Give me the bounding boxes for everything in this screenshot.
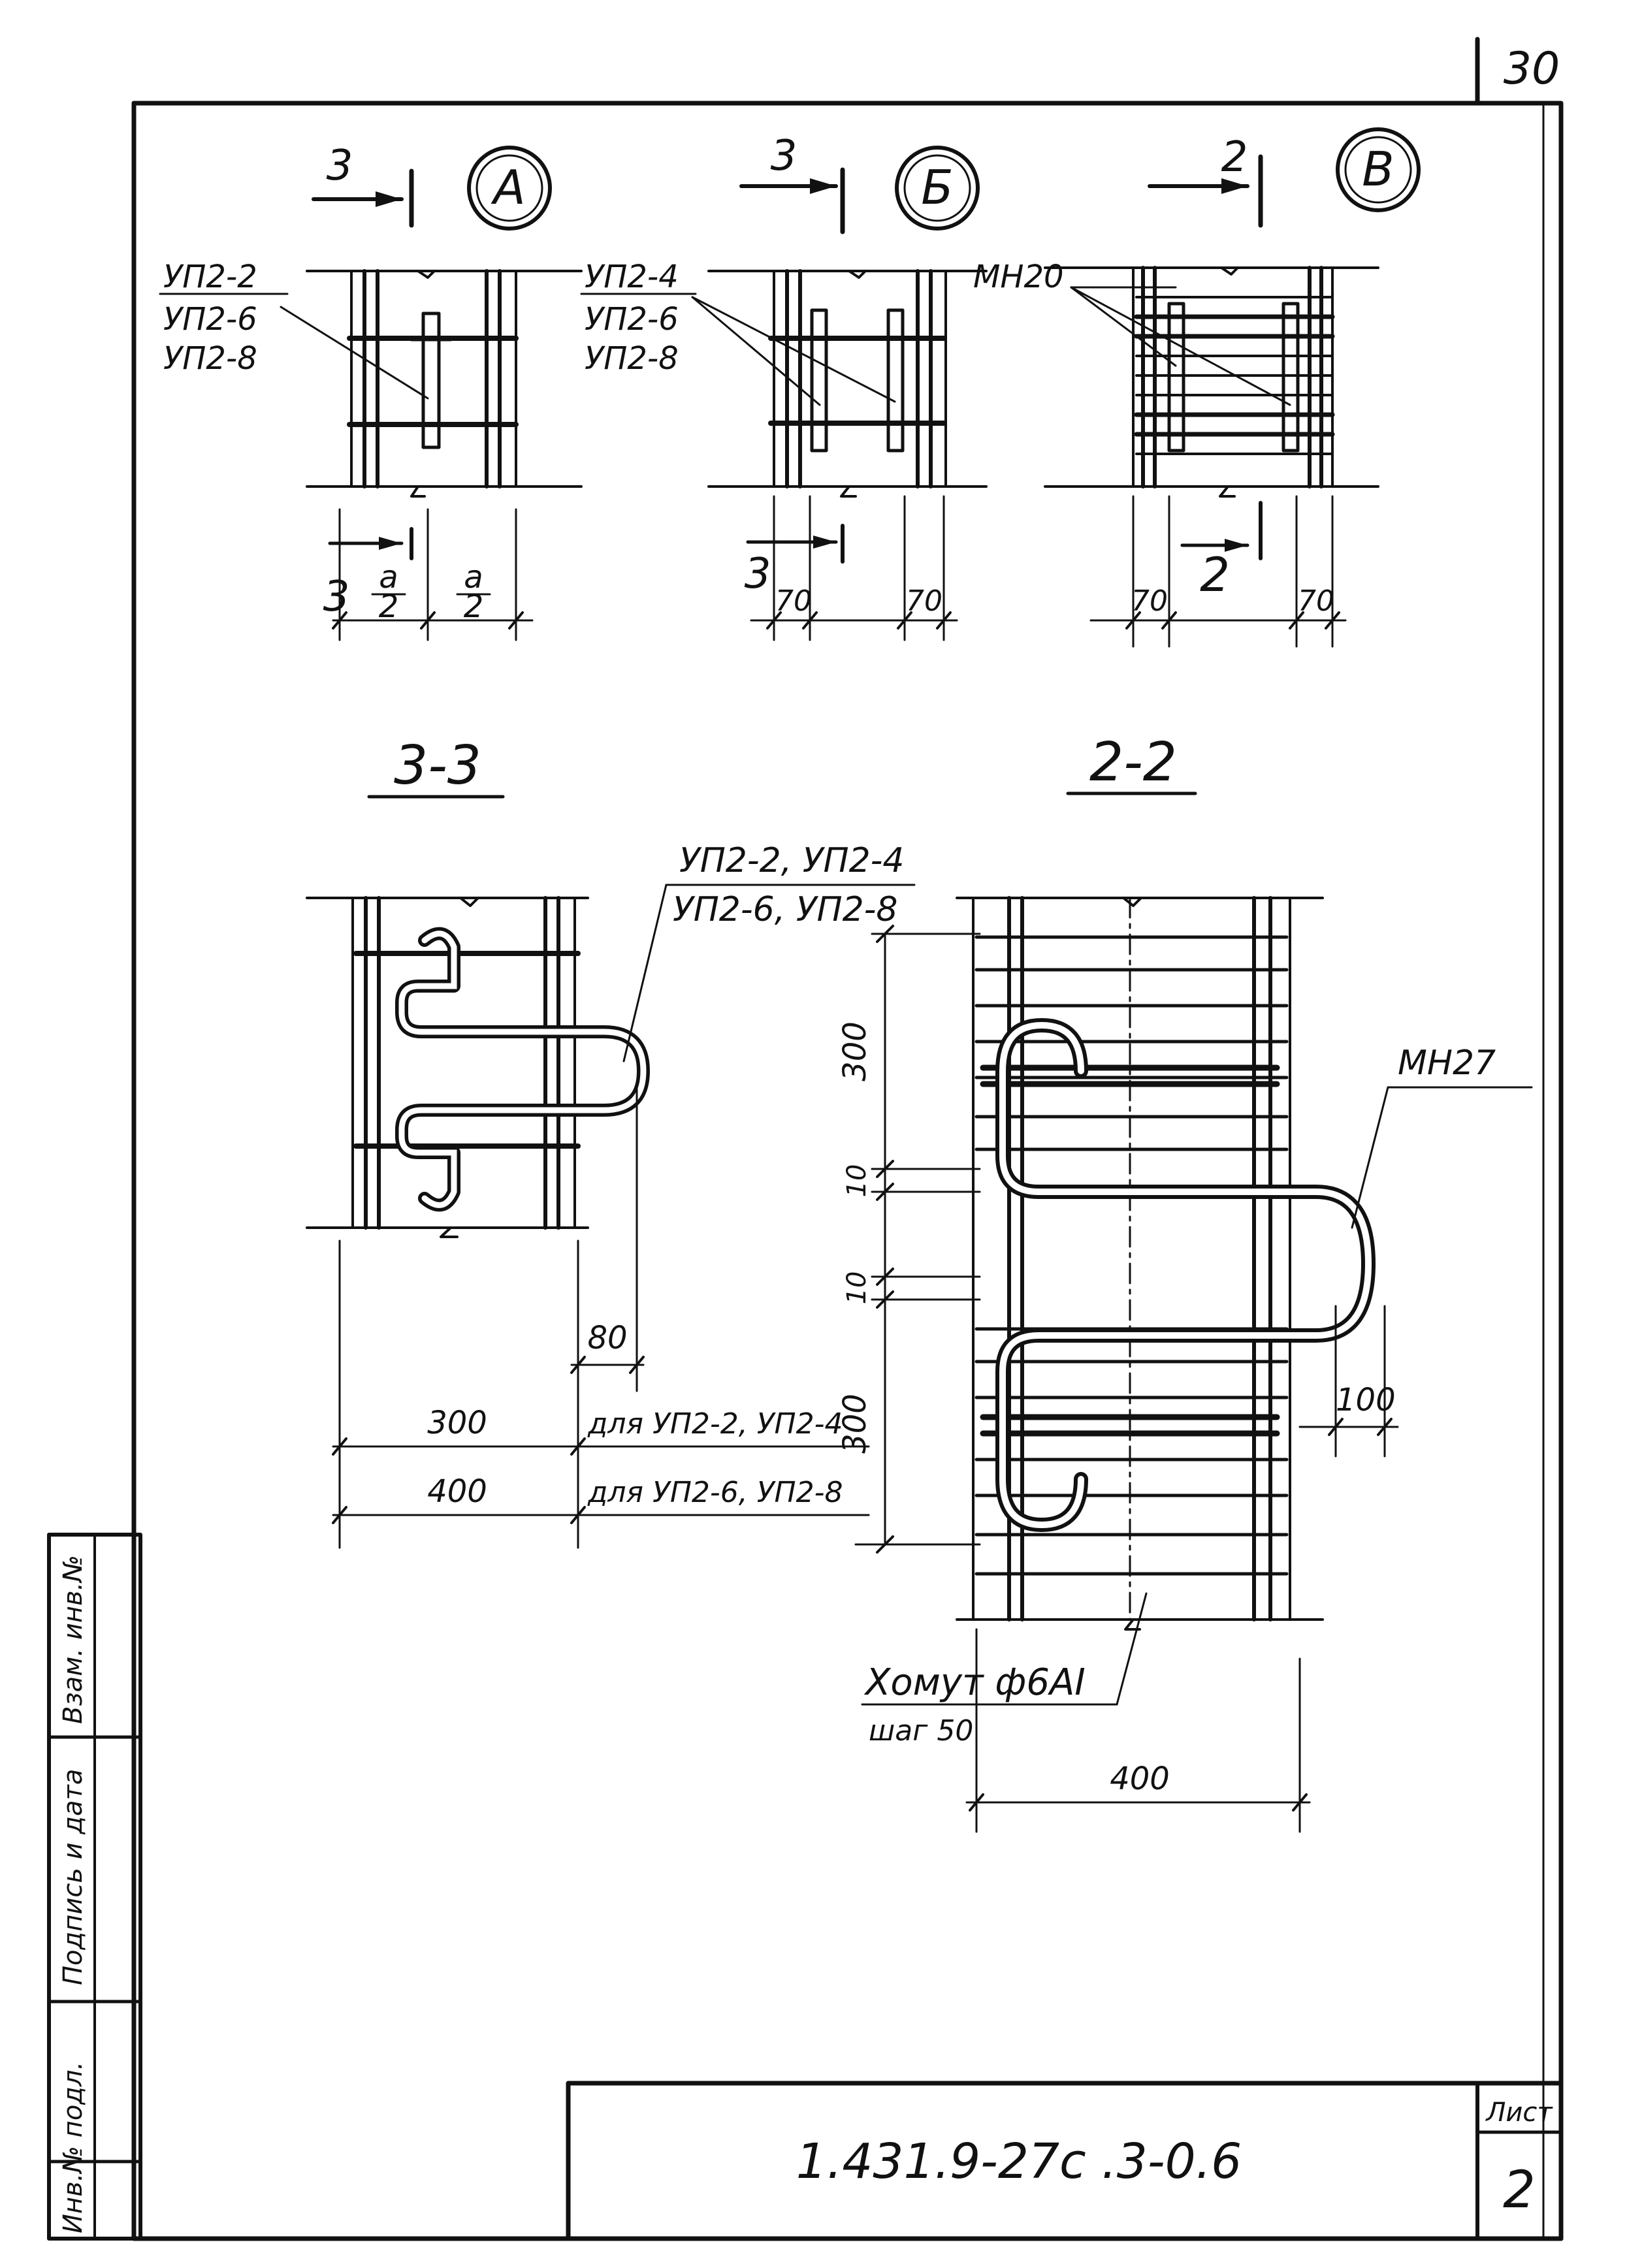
detail-v-label-1: МН20	[973, 259, 1064, 295]
section-33-note-400: для УП2-6, УП2-8	[587, 1476, 843, 1509]
section-33-drawing	[306, 884, 916, 1549]
detail-b-marker: Б	[921, 160, 953, 215]
section-33-label-top: УП2-2, УП2-4	[679, 841, 905, 880]
stamp-replaced-inv: Взам. инв.№	[58, 1555, 88, 1724]
stamp-signature-date: Подпись и дата	[58, 1769, 88, 1985]
detail-a-marker-circle	[467, 146, 552, 231]
section-33-note-300: для УП2-2, УП2-4	[587, 1407, 843, 1441]
section-22-dim-gap1: 10	[842, 1164, 872, 1198]
document-code: 1.431.9-27с .3-0.6	[796, 2133, 1242, 2190]
sheet-number: 2	[1503, 2161, 1536, 2220]
detail-a-label-2: УП2-6	[163, 301, 257, 338]
detail-b-dim-2: 70	[906, 584, 942, 618]
detail-v	[1044, 127, 1421, 648]
detail-b	[691, 146, 988, 641]
detail-a-dim-num-1: a	[379, 559, 398, 596]
side-stamp	[47, 1533, 142, 2241]
section-33-dim-400: 400	[427, 1473, 487, 1510]
section-22-dim-400: 400	[1110, 1761, 1170, 1797]
section-22-title: 2-2	[1089, 731, 1177, 793]
section-22-stirrup-step: шаг 50	[869, 1714, 973, 1748]
detail-b-section-top: 3	[771, 132, 797, 180]
section-22-stirrup-note: Хомут ф6АI	[863, 1661, 1086, 1704]
section-33-title: 3-3	[394, 735, 481, 797]
section-33-dim-300: 300	[427, 1405, 487, 1441]
detail-b-dim-1: 70	[775, 584, 812, 618]
detail-v-marker-circle	[1336, 127, 1421, 212]
detail-a-section-top: 3	[327, 142, 353, 190]
section-22-drawing	[854, 896, 1533, 1833]
section-33-label-bottom: УП2-6, УП2-8	[673, 890, 898, 929]
detail-b-label-1: УП2-4	[585, 259, 679, 295]
detail-b-label-2: УП2-6	[585, 301, 679, 338]
detail-a	[280, 146, 583, 641]
detail-v-marker: В	[1362, 142, 1394, 197]
detail-v-dim-2: 70	[1298, 584, 1334, 618]
stamp-inv-original: Инв.№ подл.	[58, 2062, 88, 2233]
detail-v-section-top: 2	[1221, 133, 1248, 182]
section-22-dim-upper: 300	[837, 1021, 873, 1081]
section-22-dim-100: 100	[1336, 1382, 1396, 1418]
section-22-dim-lower: 300	[837, 1394, 873, 1454]
detail-a-label-1: УП2-2	[163, 259, 257, 295]
sheet-label: Лист	[1485, 2098, 1553, 2128]
title-block	[566, 2081, 1564, 2241]
detail-b-label-3: УП2-8	[585, 340, 679, 377]
detail-a-label-3: УП2-8	[163, 340, 257, 377]
section-33-dim-80: 80	[587, 1320, 627, 1356]
section-22-dim-gap2: 10	[842, 1271, 872, 1305]
detail-b-marker-circle	[895, 146, 980, 231]
corner-page-number: 30	[1504, 43, 1560, 95]
detail-b-section-bottom: 3	[745, 550, 771, 598]
detail-a-dim-den-1: 2	[379, 588, 399, 625]
detail-a-marker: А	[491, 160, 525, 215]
detail-v-dim-1: 70	[1131, 584, 1168, 618]
detail-a-dim-den-2: 2	[464, 588, 484, 625]
sheet-frame	[131, 37, 1564, 2241]
detail-v-section-bottom: 2	[1200, 547, 1230, 602]
detail-a-section-bottom: 3	[323, 573, 350, 621]
section-22-label-mn27: МН27	[1398, 1044, 1496, 1083]
detail-a-dim-num-2: a	[464, 559, 483, 596]
